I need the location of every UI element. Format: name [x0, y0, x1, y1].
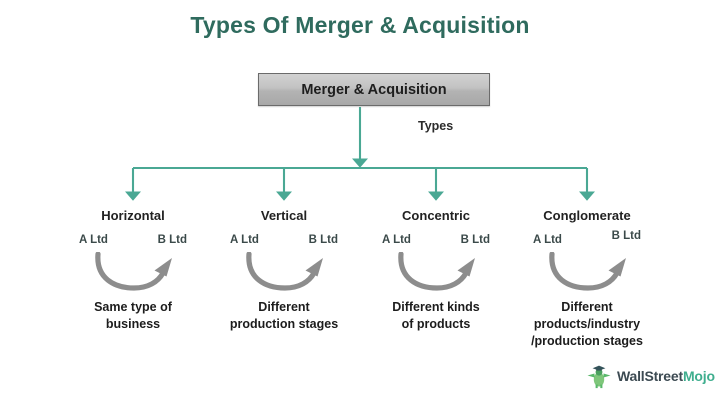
desc-line: business	[105, 316, 161, 331]
branch-description: Same type of business	[33, 299, 233, 333]
desc-line: production stages	[229, 316, 339, 331]
merge-arc-icon	[544, 251, 630, 292]
branch-description: Different products/industry /production …	[487, 299, 687, 350]
branch-title: Vertical	[260, 208, 308, 223]
desc-line: Same type of	[94, 300, 172, 314]
branch-entities: A Ltd B Ltd	[79, 234, 187, 250]
desc-line: Different kinds	[392, 300, 480, 314]
branch-concentric: Concentric A Ltd B Ltd Different kinds o…	[336, 208, 536, 333]
merge-arc-icon	[393, 251, 479, 292]
wallstreetmojo-logo[interactable]: WallStreetMojo	[586, 363, 715, 389]
branch-vertical: Vertical A Ltd B Ltd Different productio…	[184, 208, 384, 333]
branch-description: Different kinds of products	[336, 299, 536, 333]
branch-entities: A Ltd B Ltd	[533, 230, 641, 250]
entity-b-ltd: B Ltd	[460, 234, 490, 246]
merge-arc-icon	[241, 251, 327, 292]
entity-b-ltd: B Ltd	[308, 234, 338, 246]
branch-horizontal: Horizontal A Ltd B Ltd Same type of busi…	[33, 208, 233, 333]
entity-b-ltd: B Ltd	[611, 230, 641, 242]
logo-text-primary: WallStreet	[617, 368, 683, 384]
desc-line: /production stages	[531, 333, 643, 348]
branch-title: Conglomerate	[543, 208, 631, 223]
branch-description: Different production stages	[184, 299, 384, 333]
entity-b-ltd: B Ltd	[157, 234, 187, 246]
logo-text: WallStreetMojo	[617, 368, 715, 384]
root-node-label: Merger & Acquisition	[301, 81, 447, 98]
desc-line: Different	[258, 300, 310, 314]
branch-entities: A Ltd B Ltd	[230, 234, 338, 250]
types-caption: Types	[418, 119, 454, 133]
root-node-merger-acquisition: Merger & Acquisition	[258, 73, 490, 106]
branch-title: Concentric	[402, 208, 470, 223]
entity-a-ltd: A Ltd	[533, 234, 562, 246]
page-title: Types Of Merger & Acquisition	[190, 12, 530, 38]
desc-line: products/industry	[533, 316, 641, 331]
desc-line: Different	[561, 300, 613, 314]
desc-line: of products	[401, 316, 471, 331]
graduate-figure-icon	[587, 365, 611, 389]
branch-entities: A Ltd B Ltd	[382, 234, 490, 250]
entity-a-ltd: A Ltd	[230, 234, 259, 246]
entity-a-ltd: A Ltd	[382, 234, 411, 246]
entity-a-ltd: A Ltd	[79, 234, 108, 246]
logo-text-accent: Mojo	[682, 368, 715, 384]
branch-title: Horizontal	[101, 208, 165, 223]
merge-arc-icon	[90, 251, 176, 292]
branch-conglomerate: Conglomerate A Ltd B Ltd Different produ…	[487, 208, 687, 350]
